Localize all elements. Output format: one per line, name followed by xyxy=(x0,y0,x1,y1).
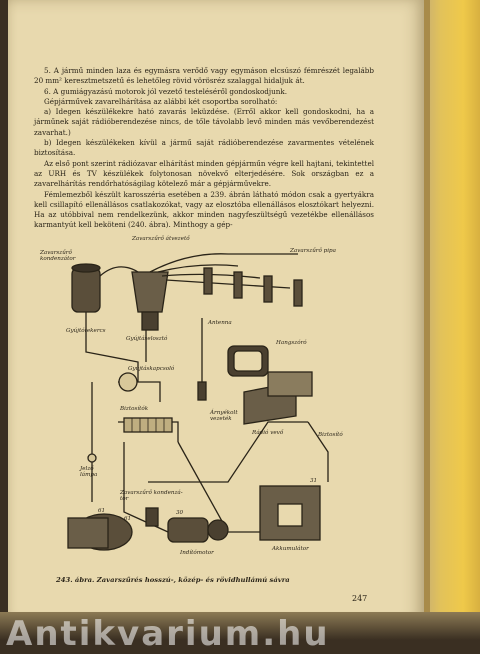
starter-motor-icon xyxy=(167,517,209,543)
label-suppression-plug-cap: Zavarszűrő pipa xyxy=(290,248,336,254)
label-radio-receiver: Rádió vevő xyxy=(252,430,284,436)
ignition-coil-icon xyxy=(71,267,101,313)
label-ignition-coil: Gyújtótekercs xyxy=(66,328,106,334)
page-gutter-shadow xyxy=(424,0,430,616)
label-shielded-cable: Árnyékolt vezeték xyxy=(210,410,238,422)
wiring-diagram-svg xyxy=(67,253,329,551)
indicator-lamp-icon xyxy=(87,453,97,463)
page-edge xyxy=(424,0,480,616)
label-suppression-bushing: Zavarszűrő átvezető xyxy=(132,236,190,242)
label-distributor: Gyújtáselosztó xyxy=(126,336,168,342)
ignition-switch-icon xyxy=(118,372,138,392)
label-battery: Akkumulátor xyxy=(272,546,309,552)
table-surface xyxy=(0,612,480,640)
label-antenna: Antenna xyxy=(208,320,232,326)
spark-plug-icon xyxy=(203,267,213,295)
paragraph-3: Gépjárművek zavarelhárítása az alábbi ké… xyxy=(44,96,278,106)
label-fuses: Biztosítók xyxy=(120,406,149,412)
label-suppression-capacitor-1: Zavarszűrő kondenzátor xyxy=(40,250,76,262)
label-terminal-31: 31 xyxy=(310,478,318,484)
capacitor-icon xyxy=(145,507,159,527)
label-ignition-switch: Gyújtáskapcsoló xyxy=(128,366,175,372)
label-indicator-lamp: Jelző lámpa xyxy=(80,466,98,478)
paragraph-4: Az első pont szerint rádiózavar elhárítá… xyxy=(34,158,374,189)
label-speaker: Hangszóró xyxy=(276,340,307,346)
label-starter-motor: Indítómotor xyxy=(180,550,214,556)
label-fuse: Biztosító xyxy=(318,432,343,438)
label-terminal-61a: 61 xyxy=(98,508,106,514)
label-terminal-61b: 61 xyxy=(124,516,132,522)
paragraph-1: 5. A jármű minden laza és egymásra verőd… xyxy=(34,66,374,86)
battery-icon xyxy=(259,485,321,541)
label-terminal-30: 30 xyxy=(176,510,184,516)
label-suppression-capacitor-2: Zavarszűrő kondenzá- tor xyxy=(120,490,183,502)
distributor-icon xyxy=(131,271,169,313)
paragraph-2: 6. A gumiágyazású motorok jól vezető tes… xyxy=(44,86,288,96)
figure-caption: 243. ábra. Zavarszűrés hosszú-, közép- é… xyxy=(56,576,290,584)
page-number: 247 xyxy=(352,594,368,603)
watermark: Antikvarium.hu xyxy=(6,614,330,654)
paragraph-b: b) Idegen készülékeken kívül a jármű saj… xyxy=(34,138,374,158)
paragraph-5: Fémlemezből készült karosszéria esetében… xyxy=(34,189,374,230)
paragraph-a: a) Idegen készülékekre ható zavarás lekü… xyxy=(34,107,374,137)
wiring-diagram: Zavarszűrő átvezető Zavarszűrő kondenzát… xyxy=(28,232,388,572)
body-text: 5. A jármű minden laza és egymásra verőd… xyxy=(34,66,374,231)
